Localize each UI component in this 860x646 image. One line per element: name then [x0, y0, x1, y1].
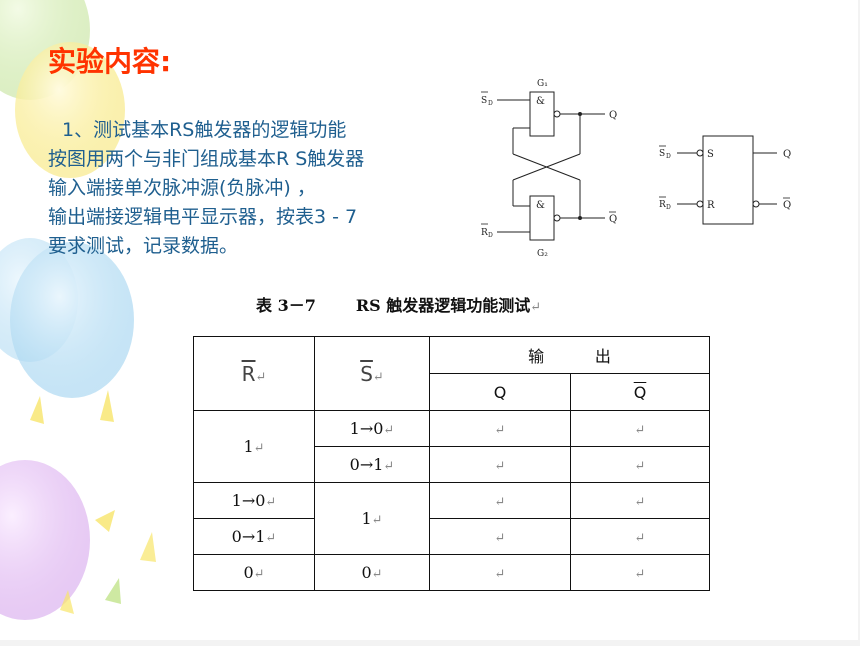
cell-r: 0↵	[193, 554, 315, 591]
gate-and-symbol: &	[536, 96, 545, 107]
rd-input-subscript: D	[666, 204, 671, 211]
instruction-text: 1、测试基本RS触发器的逻辑功能 按图用两个与非门组成基本R S触发器 输入端接…	[48, 116, 364, 261]
gate-g2-label: G₂	[537, 249, 548, 259]
cell-q[interactable]: ↵	[429, 554, 571, 591]
qbar-output-label: Q	[609, 214, 617, 225]
header-output: 输 出	[429, 336, 710, 374]
instruction-line: 输出端接逻辑电平显示器，按表3 - 7	[48, 206, 358, 228]
cell-qbar[interactable]: ↵	[570, 482, 710, 519]
instruction-line: 按图用两个与非门组成基本R S触发器	[48, 148, 365, 170]
table-caption: 表 3－7 RS 触发器逻辑功能测试↵	[248, 292, 541, 316]
instruction-line: 要求测试，记录数据。	[48, 235, 239, 257]
q-output-label: Q	[783, 149, 791, 160]
cell-r: 1→0↵	[193, 482, 315, 519]
cell-q[interactable]: ↵	[429, 518, 571, 555]
instruction-line: 输入端接单次脉冲源(负脉冲) ，	[48, 177, 316, 199]
q-output-label: Q	[609, 110, 617, 121]
rs-flipflop-symbol: S D R D S R Q Q	[659, 135, 791, 225]
cell-q[interactable]: ↵	[429, 446, 571, 483]
sd-input-subscript: D	[666, 153, 671, 160]
slide-title: 实验内容:	[48, 45, 172, 78]
return-mark: ↵	[530, 300, 542, 315]
header-s-bar: S↵	[314, 336, 430, 411]
sd-input-subscript: D	[488, 100, 493, 107]
header-r-bar: R↵	[193, 336, 315, 411]
cell-s: 1→0↵	[314, 410, 430, 447]
header-q: Q	[429, 373, 571, 411]
cell-s: 1↵	[314, 482, 430, 555]
cell-r: 1↵	[193, 410, 315, 483]
cell-s: 0↵	[314, 554, 430, 591]
cell-q[interactable]: ↵	[429, 410, 571, 447]
table-number: 表 3－7	[256, 296, 316, 315]
gate-and-symbol: &	[536, 200, 545, 211]
rs-function-table: R↵ S↵ 输 出 Q Q 1↵ 1→0↵ ↵ ↵ 0→1↵ ↵ ↵ 1→0↵ …	[193, 336, 710, 591]
cell-qbar[interactable]: ↵	[570, 554, 710, 591]
cell-qbar[interactable]: ↵	[570, 410, 710, 447]
sd-input-label: S	[659, 149, 665, 159]
cell-qbar[interactable]: ↵	[570, 446, 710, 483]
gate-g1-label: G₁	[537, 79, 548, 89]
r-pin-label: R	[707, 200, 715, 211]
rd-input-subscript: D	[488, 232, 493, 239]
table-title: RS 触发器逻辑功能测试	[355, 296, 531, 315]
qbar-output-label: Q	[783, 200, 791, 211]
rd-input-label: R	[481, 228, 488, 238]
s-pin-label: S	[707, 149, 714, 160]
cell-qbar[interactable]: ↵	[570, 518, 710, 555]
balloon-decoration	[0, 0, 156, 620]
rd-input-label: R	[659, 200, 666, 210]
cell-s: 0→1↵	[314, 446, 430, 483]
sd-input-label: S	[481, 96, 487, 106]
cell-r: 0→1↵	[193, 518, 315, 555]
nand-gate-circuit-diagram: G₁ G₂ & & S D R D Q Q	[481, 79, 617, 259]
cell-q[interactable]: ↵	[429, 482, 571, 519]
header-qbar: Q	[570, 373, 710, 411]
instruction-line: 1、测试基本RS触发器的逻辑功能	[62, 119, 347, 141]
